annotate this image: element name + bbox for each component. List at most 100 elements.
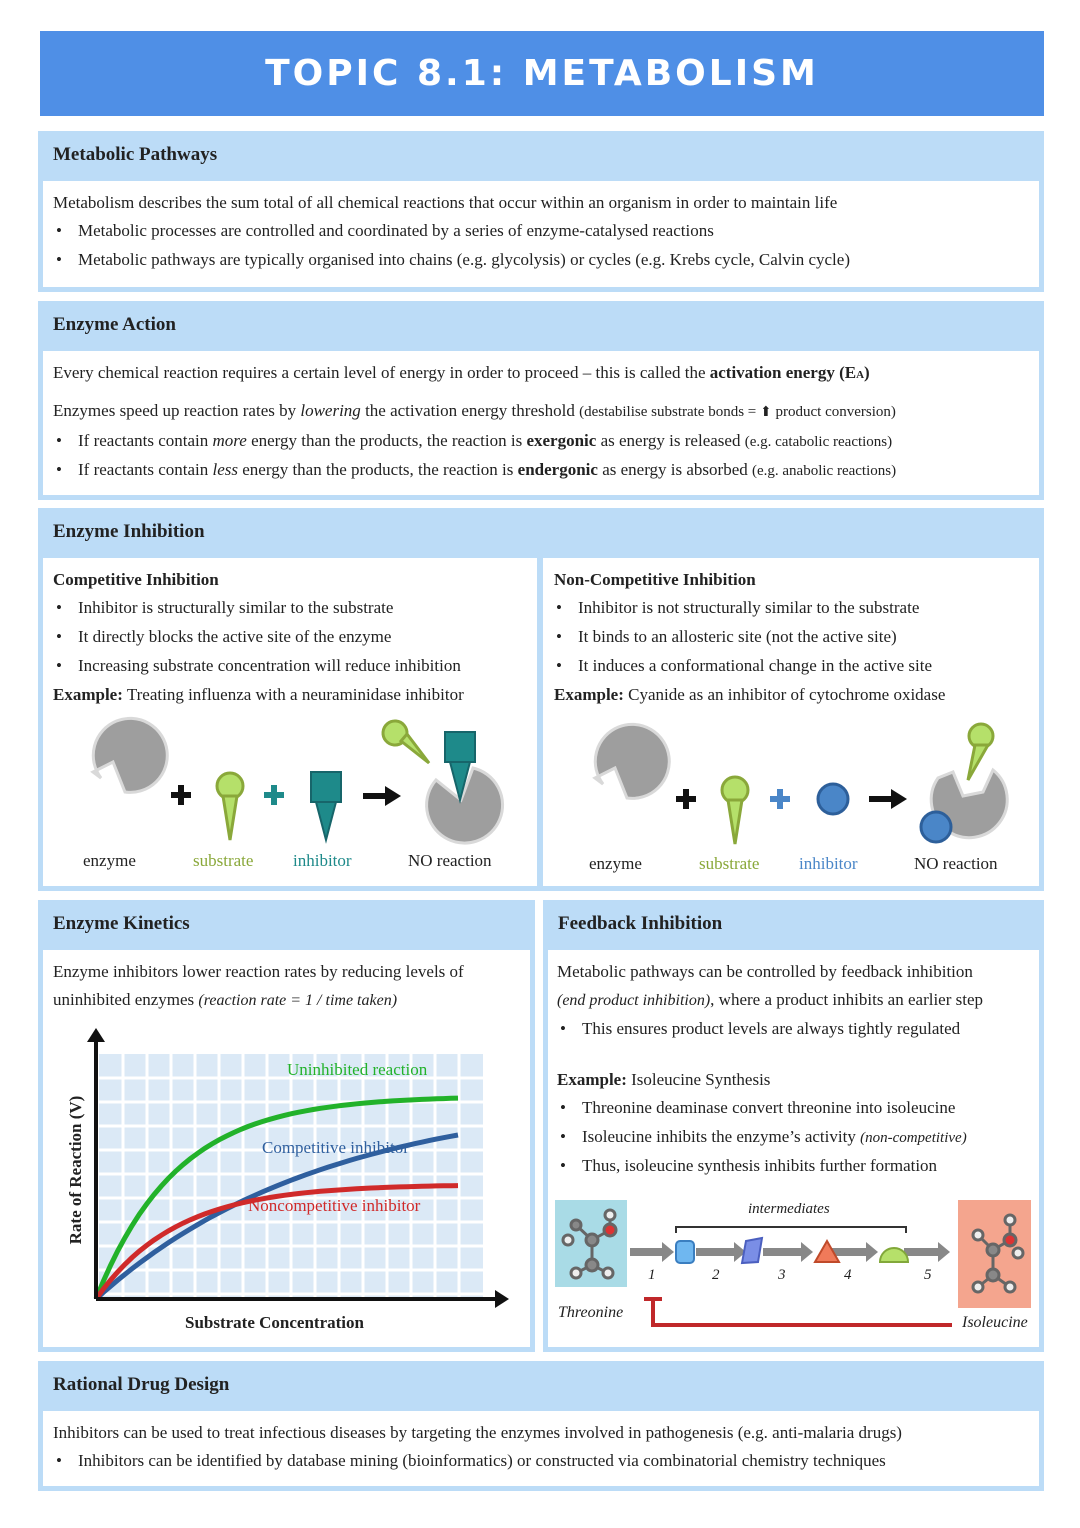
molecule-icon xyxy=(561,1208,618,1280)
section-body: Inhibitors can be used to treat infectio… xyxy=(43,1411,1039,1486)
bullet-dot: • xyxy=(556,627,562,646)
step-number: 2 xyxy=(712,1267,720,1283)
enzyme-kinetics-section: Enzyme Kinetics Enzyme inhibitors lower … xyxy=(38,900,535,1352)
noncompetitive-diagram xyxy=(592,722,1009,845)
bullet-dot: • xyxy=(56,250,62,269)
bullet-text: It binds to an allosteric site (not the … xyxy=(578,627,897,646)
up-arrow-icon: ⬆ xyxy=(760,405,772,420)
section-heading: Metabolic Pathways xyxy=(53,144,218,165)
x-axis-label: Substrate Concentration xyxy=(185,1313,364,1332)
kinetics-text: uninhibited enzymes (reaction rate = 1 /… xyxy=(53,990,398,1009)
bullet-text: Inhibitors can be identified by database… xyxy=(78,1451,886,1470)
step-number: 4 xyxy=(844,1267,852,1283)
drug-design-text: Inhibitors can be used to treat infectio… xyxy=(53,1423,902,1442)
intermediates-bracket xyxy=(675,1226,907,1233)
bullet-dot: • xyxy=(56,598,62,617)
diagram-label: substrate xyxy=(193,851,254,870)
bullet-dot: • xyxy=(560,1098,566,1117)
section-body: Enzyme inhibitors lower reaction rates b… xyxy=(43,950,530,1347)
panel-title: Competitive Inhibition xyxy=(53,570,219,589)
enzyme-inhibition-section: Enzyme Inhibition Competitive Inhibition… xyxy=(38,508,1044,891)
bullet-text: Isoleucine inhibits the enzyme’s activit… xyxy=(582,1127,967,1146)
enzyme-action-section: Enzyme Action Every chemical reaction re… xyxy=(38,301,1044,500)
competitive-diagram xyxy=(90,716,505,845)
section-heading: Enzyme Action xyxy=(53,314,176,335)
section-heading: Enzyme Inhibition xyxy=(53,521,205,542)
bullet-dot: • xyxy=(56,627,62,646)
step-number: 3 xyxy=(778,1267,786,1283)
x-axis-arrow xyxy=(495,1290,509,1308)
metabolic-pathways-section: Metabolic Pathways Metabolism describes … xyxy=(38,131,1044,292)
bullet-dot: • xyxy=(56,460,62,479)
diagram-label: enzyme xyxy=(83,851,136,870)
y-axis-label: Rate of Reaction (V) xyxy=(66,1095,85,1245)
inhibitor-shape xyxy=(816,782,850,816)
y-axis-arrow xyxy=(87,1028,105,1042)
kinetics-chart xyxy=(87,1028,509,1308)
enzyme-shape xyxy=(425,766,505,845)
bullet-text: Increasing substrate concentration will … xyxy=(78,656,461,675)
bullet-text: Metabolic processes are controlled and c… xyxy=(78,221,714,240)
section-body: Metabolic pathways can be controlled by … xyxy=(548,950,1039,1347)
diagram-label: NO reaction xyxy=(408,851,492,870)
arrow-icon xyxy=(869,796,893,802)
bullet-text: This ensures product levels are always t… xyxy=(582,1019,961,1038)
series-line-2 xyxy=(93,1183,459,1301)
step-number: 1 xyxy=(648,1267,656,1283)
series-line-0 xyxy=(93,1095,459,1300)
bullet-text: Inhibitor is not structurally similar to… xyxy=(578,598,920,617)
series-label: Noncompetitive inhibitor xyxy=(248,1196,421,1215)
example-line: Example: Treating influenza with a neura… xyxy=(53,685,464,704)
bullet-text: Inhibitor is structurally similar to the… xyxy=(78,598,394,617)
bullet-dot: • xyxy=(560,1019,566,1038)
isoleucine-pathway-diagram xyxy=(555,1200,1031,1327)
isoleucine-label: Isoleucine xyxy=(962,1314,1028,1331)
example-line: Example: Isoleucine Synthesis xyxy=(557,1070,771,1089)
inhibitor-shape xyxy=(919,810,953,844)
activation-energy-line: Every chemical reaction requires a certa… xyxy=(53,363,870,382)
bullet-dot: • xyxy=(560,1156,566,1175)
feedback-inhibition-section: Feedback Inhibition Metabolic pathways c… xyxy=(543,900,1044,1352)
kinetics-text: Enzyme inhibitors lower reaction rates b… xyxy=(53,962,464,981)
bullet-text: It directly blocks the active site of th… xyxy=(78,627,392,646)
series-label: Competitive inhibitor xyxy=(262,1138,409,1157)
intro-text: Metabolism describes the sum total of al… xyxy=(53,193,838,212)
arrow-icon xyxy=(363,793,387,799)
bullet-dot: • xyxy=(556,598,562,617)
bullet-dot: • xyxy=(56,1451,62,1470)
pathway-arrows xyxy=(630,1242,950,1262)
bullet-text: Threonine deaminase convert threonine in… xyxy=(582,1098,956,1117)
intermediate-triangle xyxy=(813,1238,841,1263)
diagram-label: inhibitor xyxy=(293,851,352,870)
feedback-arrow xyxy=(651,1299,952,1327)
competitive-panel: Competitive Inhibition • Inhibitor is st… xyxy=(43,558,537,886)
enzyme-shape xyxy=(90,716,169,794)
diagram-label: inhibitor xyxy=(799,854,858,873)
endergonic-bullet: If reactants contain less energy than th… xyxy=(78,460,897,479)
diagram-label: substrate xyxy=(699,854,760,873)
bullet-dot: • xyxy=(560,1127,566,1146)
molecule-icon xyxy=(971,1213,1025,1294)
inhibitor-shape xyxy=(310,771,342,803)
bullet-text: Thus, isoleucine synthesis inhibits furt… xyxy=(582,1156,938,1175)
bullet-dot: • xyxy=(56,221,62,240)
series-line-1 xyxy=(94,1132,459,1301)
panel-title: Non-Competitive Inhibition xyxy=(554,570,756,589)
threonine-label: Threonine xyxy=(558,1304,624,1321)
section-heading: Enzyme Kinetics xyxy=(53,913,190,934)
section-heading: Rational Drug Design xyxy=(53,1374,230,1395)
series-label: Uninhibited reaction xyxy=(287,1060,428,1079)
enzyme-shape xyxy=(592,722,671,800)
section-body: Metabolism describes the sum total of al… xyxy=(43,181,1039,287)
bullet-text: It induces a conformational change in th… xyxy=(578,656,933,675)
bullet-dot: • xyxy=(56,431,62,450)
section-heading: Feedback Inhibition xyxy=(558,913,723,934)
diagram-label: NO reaction xyxy=(914,854,998,873)
intermediate-square xyxy=(675,1240,695,1264)
bullet-text: Metabolic pathways are typically organis… xyxy=(78,250,850,269)
feedback-text: (end product inhibition), where a produc… xyxy=(557,990,984,1009)
intermediates-label: intermediates xyxy=(748,1201,830,1217)
noncompetitive-panel: Non-Competitive Inhibition • Inhibitor i… xyxy=(543,558,1039,886)
example-line: Example: Cyanide as an inhibitor of cyto… xyxy=(554,685,946,704)
inhibitor-shape xyxy=(444,731,476,763)
